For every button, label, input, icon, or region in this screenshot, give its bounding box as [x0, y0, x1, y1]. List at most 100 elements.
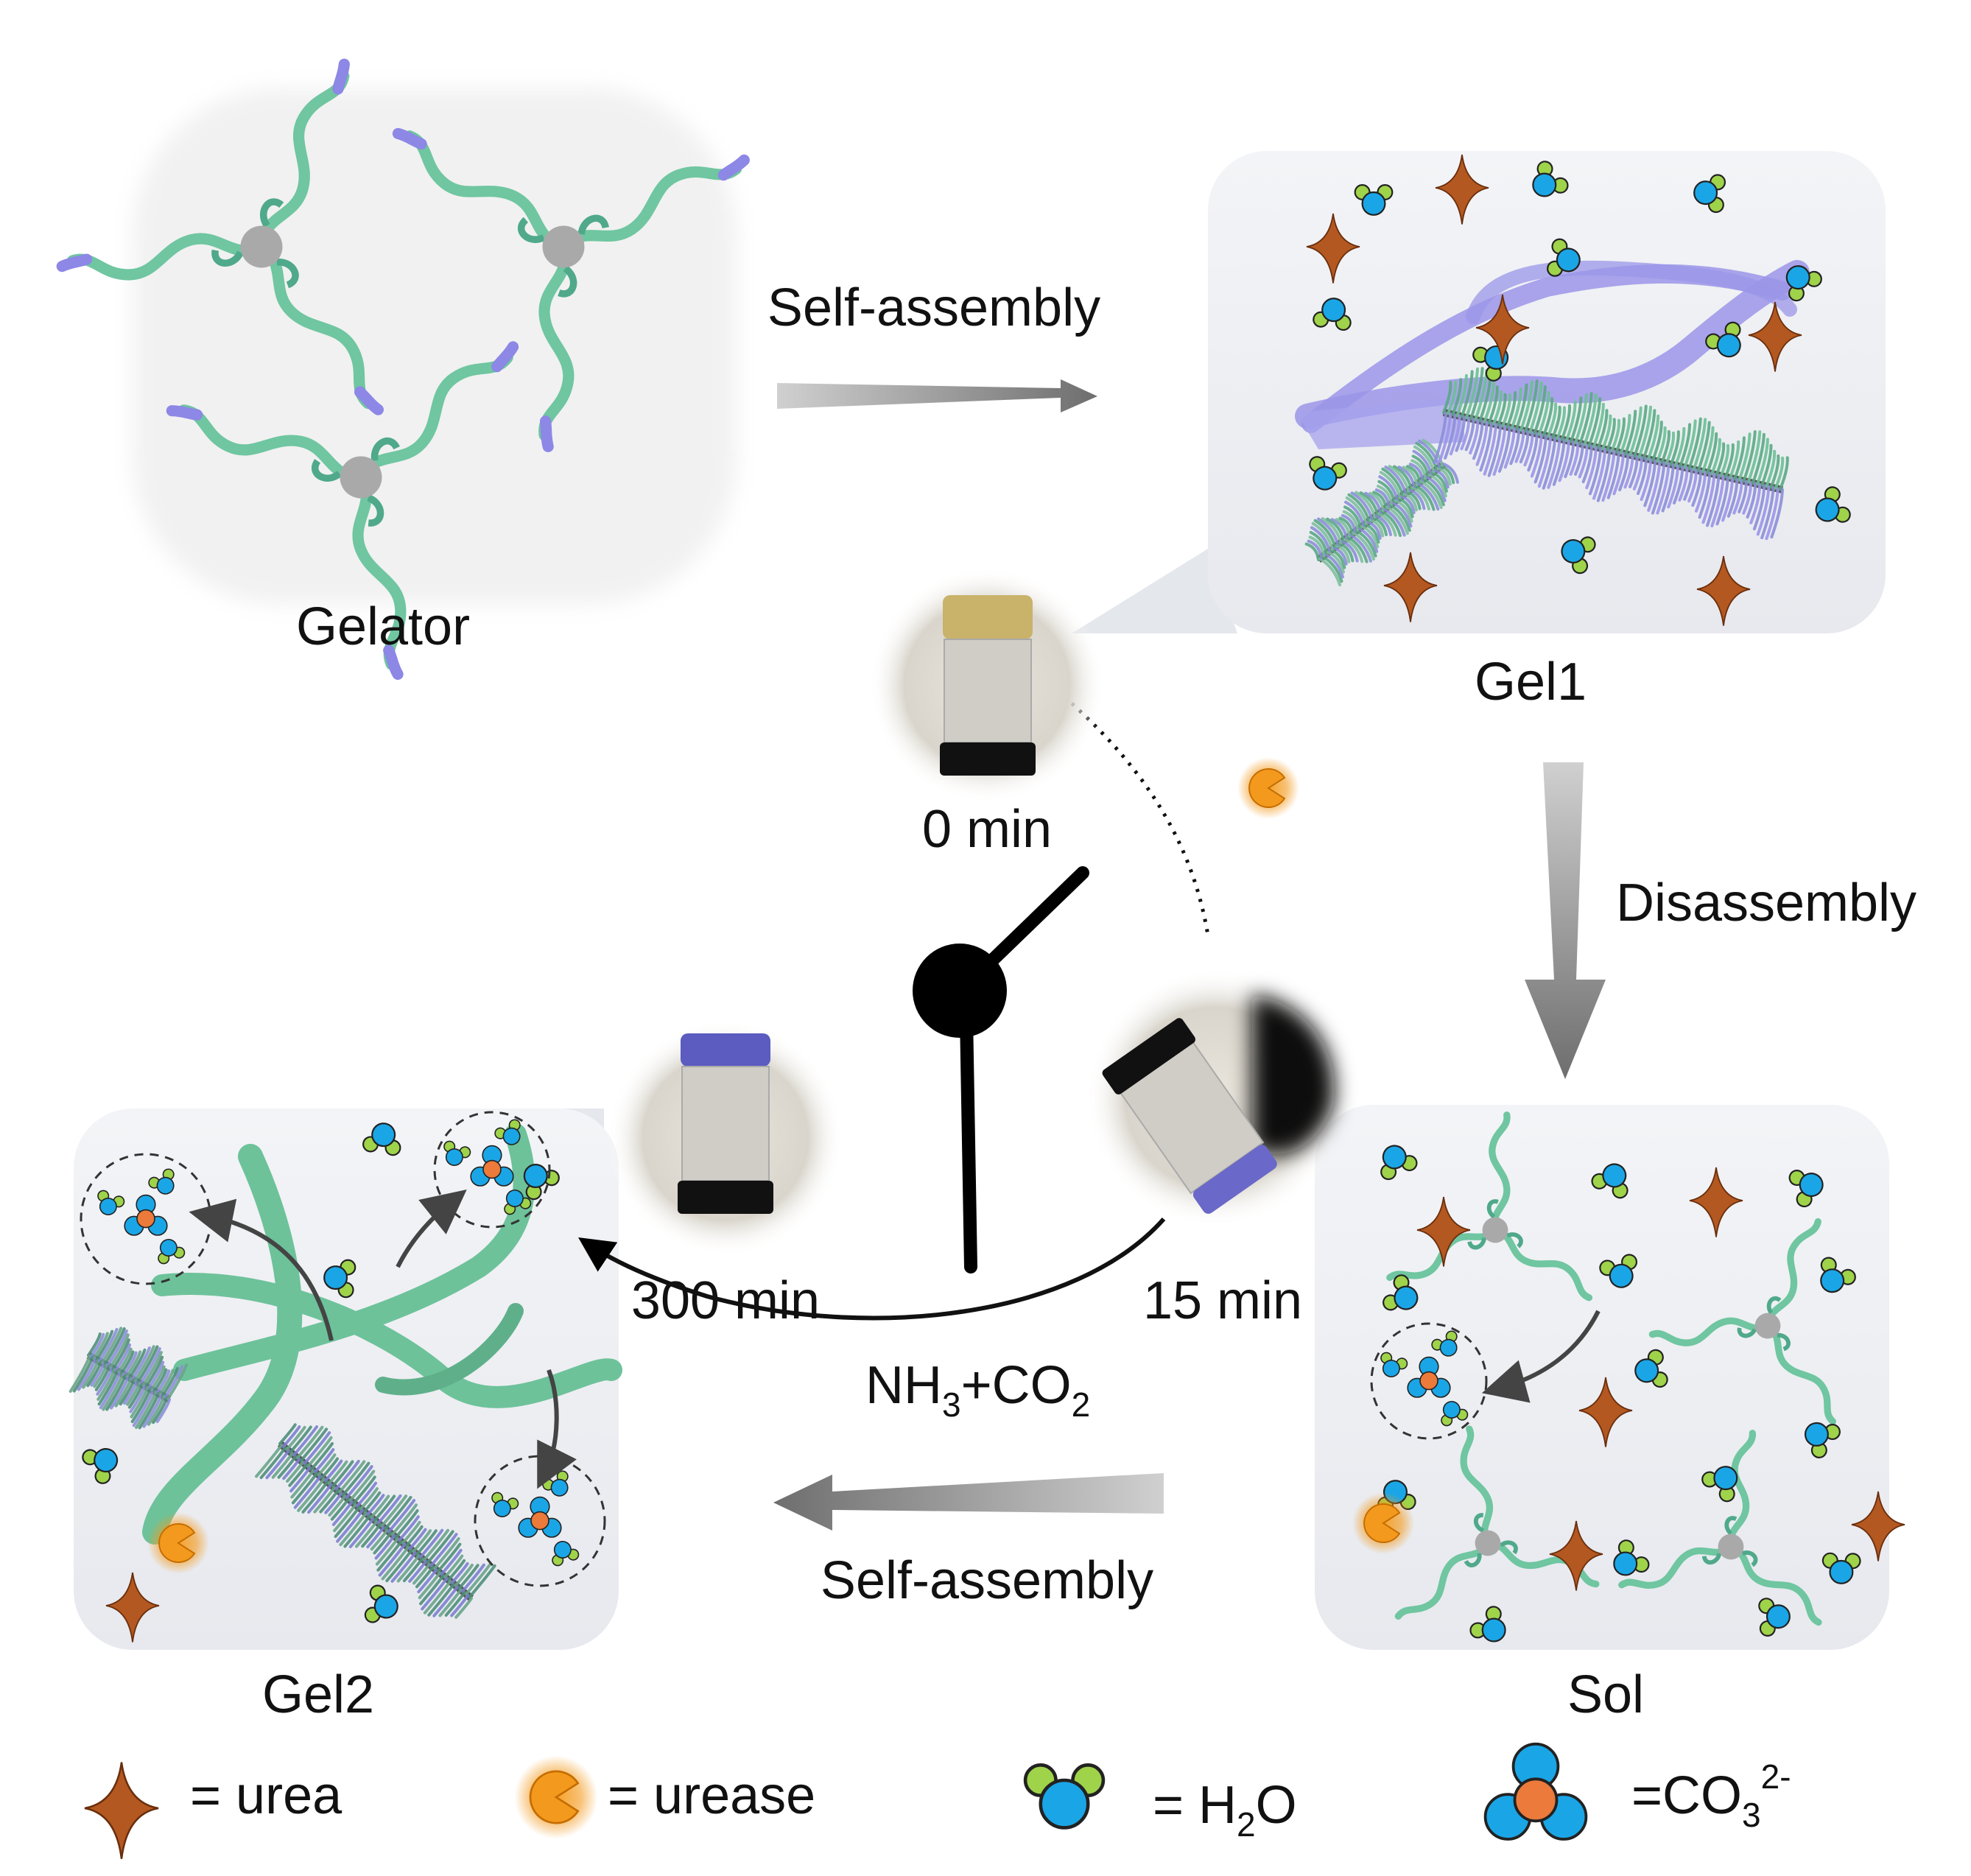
self-assembly-arrow-bottom: [773, 1473, 1164, 1531]
water-molecule: [97, 1190, 125, 1216]
water-molecule: [1821, 1552, 1861, 1584]
urea-molecule: [1696, 555, 1751, 626]
water-molecule: [1532, 161, 1569, 197]
self-assembly-arrow-top: [777, 379, 1097, 412]
water-molecules: [82, 161, 1861, 1643]
urea-molecule: [1689, 1167, 1743, 1237]
legend-urea-label: = urea: [190, 1766, 342, 1825]
water-molecule: [1785, 265, 1822, 302]
gelator-molecule: [56, 58, 384, 415]
legend: = urea = urease = H2O =CO32-: [84, 1742, 1791, 1859]
water-molecule: [1380, 1352, 1408, 1378]
water-molecule: [1634, 1349, 1668, 1388]
water-molecule: [1705, 321, 1741, 358]
disassembly-label: Disassembly: [1616, 874, 1916, 932]
disassembly-arrow: [1525, 762, 1606, 1079]
urease-icon: [514, 1755, 598, 1839]
water-molecule: [1599, 1254, 1638, 1288]
urea-molecules: [105, 154, 1905, 1643]
urea-molecule: [1306, 213, 1360, 284]
gelator-molecule: [392, 127, 750, 452]
carbonate-cluster-ring: [433, 1111, 551, 1229]
gelator-label: Gelator: [296, 597, 470, 656]
water-molecule: [1815, 486, 1851, 523]
water-molecule: [148, 1168, 175, 1195]
timer-clock: [578, 702, 1210, 1321]
water-molecule: [1431, 1330, 1458, 1357]
water-molecule: [1693, 174, 1726, 214]
sol-gelator: [1394, 1425, 1600, 1620]
urease-enzyme: [147, 1512, 209, 1574]
water-molecule: [1820, 1257, 1856, 1293]
carbonate-ion: [1407, 1356, 1451, 1398]
water-molecule: [1441, 1400, 1469, 1427]
urea-molecule: [1383, 552, 1438, 622]
legend-carbonate-icon: [1483, 1742, 1588, 1841]
water-molecule: [1758, 1598, 1791, 1637]
time-15-label: 15 min: [1143, 1271, 1302, 1330]
sol-gelator-molecules: [1386, 1111, 1836, 1626]
sol-gelator: [1618, 1430, 1822, 1626]
legend-urease-label: = urease: [608, 1766, 815, 1825]
carbonate-clusters: [80, 1111, 1488, 1587]
water-molecule: [1382, 1274, 1419, 1311]
gel1-fiber-bundle: [1295, 260, 1810, 587]
water-molecule: [504, 1189, 532, 1215]
reaction-label: NH3+CO2: [865, 1356, 1090, 1424]
release-arrows: [189, 1190, 1601, 1489]
vial-15min: [1086, 969, 1344, 1226]
water-molecule: [1023, 1763, 1106, 1830]
sol-gelator: [1648, 1218, 1836, 1425]
time-300-label: 300 min: [631, 1271, 820, 1330]
water-molecule: [1561, 536, 1596, 575]
vial-300min: [608, 1020, 843, 1256]
urea-molecule: [1416, 1196, 1471, 1267]
water-molecule: [1701, 1466, 1738, 1503]
urea-molecule: [105, 1572, 160, 1643]
urea-molecule: [1578, 1377, 1633, 1447]
water-molecule: [364, 1584, 398, 1623]
self-assembly-top-label: Self-assembly: [767, 278, 1100, 337]
water-molecule: [158, 1238, 186, 1265]
legend-carbonate-label: =CO32-: [1631, 1757, 1791, 1834]
vial-0min: [869, 567, 1105, 803]
legend-water-icon: [1023, 1763, 1106, 1830]
urea-molecule: [1748, 301, 1802, 372]
water-molecule: [1788, 1170, 1824, 1208]
carbonate-icon: [1483, 1742, 1588, 1841]
water-molecule: [494, 1119, 521, 1145]
water-molecule: [1313, 298, 1352, 331]
gel1-label: Gel1: [1475, 653, 1587, 712]
gel2-fiber-bundle: [68, 1123, 622, 1619]
water-molecule: [82, 1448, 119, 1484]
gel2-panel: [74, 1109, 619, 1650]
sol-label: Sol: [1567, 1665, 1644, 1724]
carbonate-ion: [124, 1194, 168, 1236]
self-assembly-bottom-label: Self-assembly: [821, 1551, 1153, 1610]
water-molecule: [1613, 1539, 1650, 1576]
carbonate-cluster-ring: [474, 1455, 606, 1587]
water-molecule: [1354, 183, 1394, 216]
gelator-molecule: [166, 341, 519, 681]
urease-enzyme: [1237, 757, 1299, 819]
water-molecule: [362, 1123, 401, 1156]
water-molecule: [1380, 1145, 1418, 1181]
gelator-molecules: [56, 58, 750, 681]
urea-molecule: [1851, 1491, 1905, 1561]
legend-urease-icon: [514, 1755, 598, 1839]
water-molecule: [1469, 1606, 1506, 1643]
time-0-label: 0 min: [922, 800, 1052, 859]
water-molecule: [1309, 456, 1347, 491]
water-molecule: [323, 1259, 356, 1299]
water-molecule: [523, 1164, 560, 1201]
water-molecule: [552, 1540, 580, 1567]
water-molecule: [1547, 238, 1581, 277]
urea-molecule: [1549, 1520, 1603, 1591]
gel2-label: Gel2: [262, 1665, 374, 1724]
urease-enzymes: [147, 757, 1414, 1574]
carbonate-ion: [518, 1496, 562, 1538]
sol-gelator: [1386, 1111, 1593, 1301]
urea-icon: [84, 1762, 159, 1859]
